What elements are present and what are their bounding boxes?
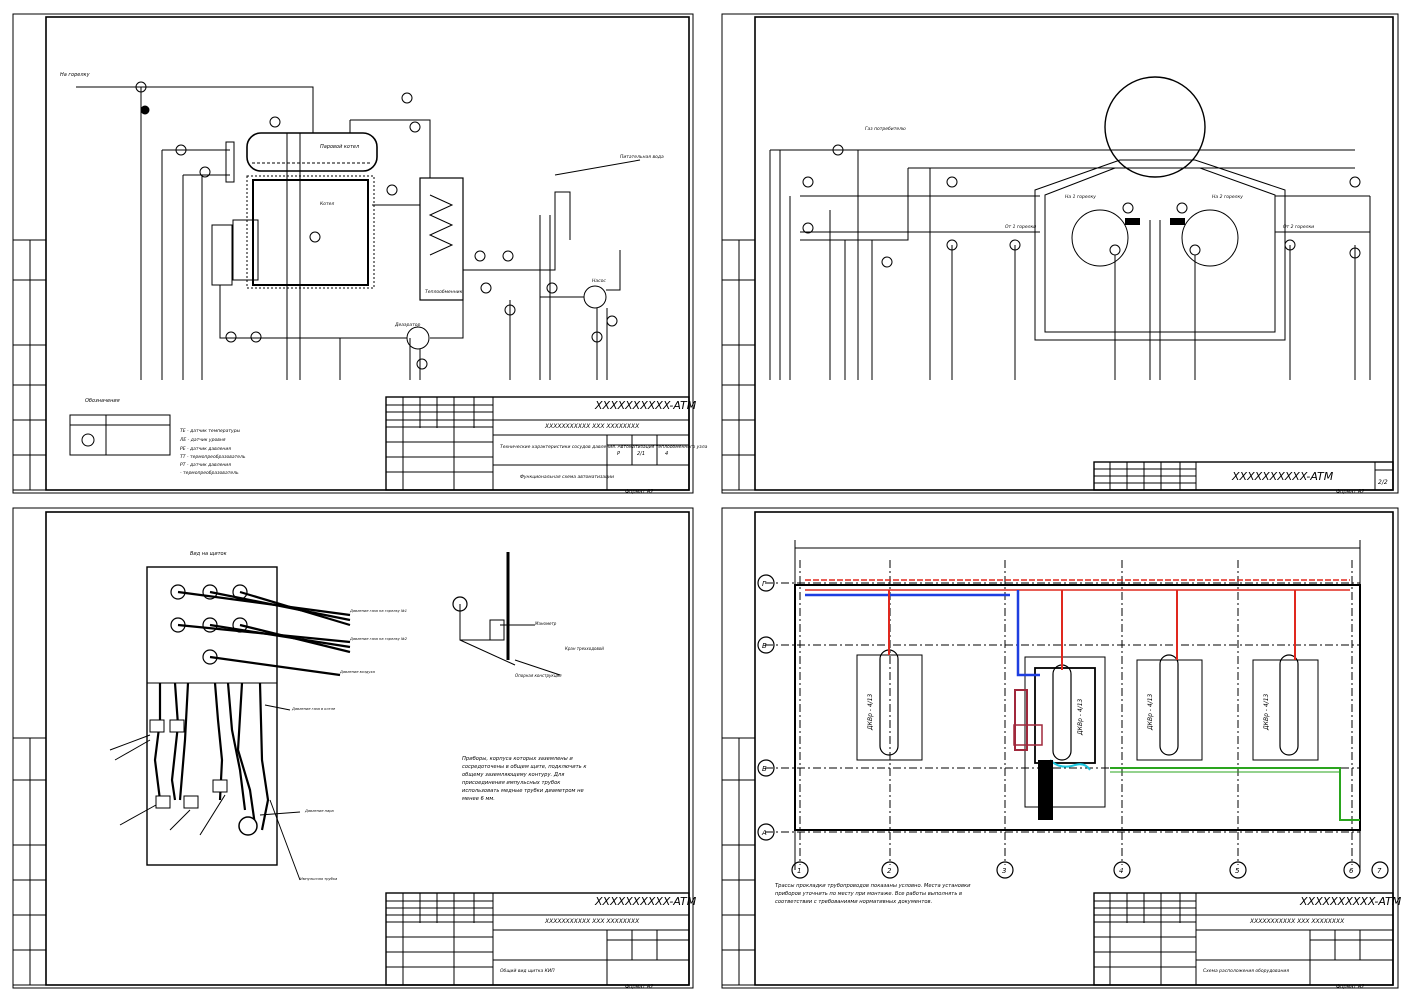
svg-text:2/1: 2/1 <box>637 451 645 457</box>
sheet-4: Г В Б А 1 2 3 4 5 6 7 ДКВр - 4/13 ДКВр -… <box>721 507 1402 990</box>
svg-text:- термопреобразователь: - термопреобразователь <box>180 470 239 476</box>
drawing-name: Общий вид щитка КИП <box>500 968 555 974</box>
legend-title: Обозначения <box>85 398 120 404</box>
svg-text:4: 4 <box>665 451 668 457</box>
label-feed-water: Питательная вода <box>620 154 664 160</box>
project-name: XXXXXXXXXXX XXX XXXXXXXX <box>544 918 640 925</box>
svg-text:На 2 горелку: На 2 горелку <box>1212 194 1243 200</box>
svg-text:На 1 горелку: На 1 горелку <box>1065 194 1096 200</box>
svg-text:6: 6 <box>1349 867 1354 875</box>
svg-text:1: 1 <box>797 867 801 875</box>
svg-text:Давление газа на горелку №1: Давление газа на горелку №1 <box>349 609 407 613</box>
svg-text:ТЕ - датчик температуры: ТЕ - датчик температуры <box>180 428 241 434</box>
svg-text:4: 4 <box>1119 867 1123 875</box>
title-code: XXXXXXXXXX-ATM <box>594 895 697 908</box>
svg-text:От 2 горелки: От 2 горелки <box>1283 224 1314 230</box>
svg-text:7: 7 <box>1377 867 1382 875</box>
label-heat-exchanger: Теплообменник <box>425 289 463 295</box>
svg-text:Р: Р <box>617 451 620 457</box>
title-code: XXXXXXXXXX-ATM <box>594 399 697 412</box>
svg-text:ТТ - термопреобразователь: ТТ - термопреобразователь <box>180 454 246 460</box>
label-boiler: Котел <box>320 201 334 207</box>
drawing-name: Схема расположения оборудования <box>1203 968 1289 974</box>
format: Формат А2 <box>625 984 653 990</box>
svg-text:ДКВр - 4/13: ДКВр - 4/13 <box>1147 693 1154 731</box>
axis-letters: Г В Б А <box>761 580 767 837</box>
label-deaerator: Деаэратор <box>394 322 421 328</box>
svg-text:От 1 горелки: От 1 горелки <box>1005 224 1036 230</box>
axis-numbers: 1 2 3 4 5 6 7 <box>797 867 1382 875</box>
svg-text:Давление воздуха: Давление воздуха <box>339 670 375 674</box>
svg-text:Кран трехходовой: Кран трехходовой <box>565 646 604 651</box>
label-drum: Паровой котел <box>320 144 360 150</box>
note-text: Трассы прокладки трубопроводов показаны … <box>775 883 971 905</box>
label-to-burner: На горелку <box>60 72 91 78</box>
label-pump: Насос <box>592 278 606 284</box>
svg-text:ЛЕ - датчик уровня: ЛЕ - датчик уровня <box>179 437 226 443</box>
legend-list: ТЕ - датчик температуры ЛЕ - датчик уров… <box>179 428 246 476</box>
view-title: Вид на щиток <box>190 551 227 557</box>
note-text: Приборы, корпуса которых заземлены и сос… <box>462 756 587 802</box>
format: Формат А2 <box>1336 984 1364 990</box>
svg-text:3: 3 <box>1002 867 1006 875</box>
svg-text:Манометр: Манометр <box>535 621 557 626</box>
svg-text:2: 2 <box>887 867 892 875</box>
sheet-3: Вид на щиток <box>12 507 697 990</box>
svg-text:5: 5 <box>1235 867 1240 875</box>
svg-text:А: А <box>761 829 767 837</box>
title-code: XXXXXXXXXX-ATM <box>1299 895 1402 908</box>
sheet-1: На горелку Паровой котел Теплообменник П… <box>12 13 708 495</box>
svg-text:ДКВр - 4/13: ДКВр - 4/13 <box>1263 693 1270 731</box>
svg-text:2/2: 2/2 <box>1378 479 1388 486</box>
svg-text:PT - датчик давления: PT - датчик давления <box>180 462 231 468</box>
project-name: XXXXXXXXXXX XXX XXXXXXXX <box>1249 918 1345 925</box>
svg-text:ДКВр - 4/13: ДКВр - 4/13 <box>867 693 874 731</box>
drawing-name: Функциональная схема автоматизации <box>520 474 614 480</box>
svg-text:Г: Г <box>762 580 767 588</box>
svg-text:РЕ - датчик давления: РЕ - датчик давления <box>180 446 231 452</box>
svg-text:В: В <box>762 642 767 650</box>
sheet-description: Технические характеристики сосудов давле… <box>500 444 708 450</box>
sheet-2: Газ потребителю На 1 горелку На 2 горелк… <box>721 13 1399 495</box>
title-code: XXXXXXXXXX-ATM <box>1231 470 1334 483</box>
svg-text:ДКВр - 4/13: ДКВр - 4/13 <box>1077 698 1084 736</box>
project-name: XXXXXXXXXXX XXX XXXXXXXX <box>544 423 640 430</box>
svg-text:Б: Б <box>762 765 767 773</box>
svg-text:Опорная конструкция: Опорная конструкция <box>515 673 562 678</box>
svg-text:Давление газа в котле: Давление газа в котле <box>291 707 336 711</box>
label-gas-consumer: Газ потребителю <box>865 126 906 132</box>
format: Формат А2 <box>625 489 653 495</box>
svg-text:Импульсная трубка: Импульсная трубка <box>300 877 337 881</box>
svg-text:Давление газа на горелку №2: Давление газа на горелку №2 <box>349 637 408 641</box>
svg-text:Давление пара: Давление пара <box>304 809 334 813</box>
format: Формат А2 <box>1336 489 1364 495</box>
